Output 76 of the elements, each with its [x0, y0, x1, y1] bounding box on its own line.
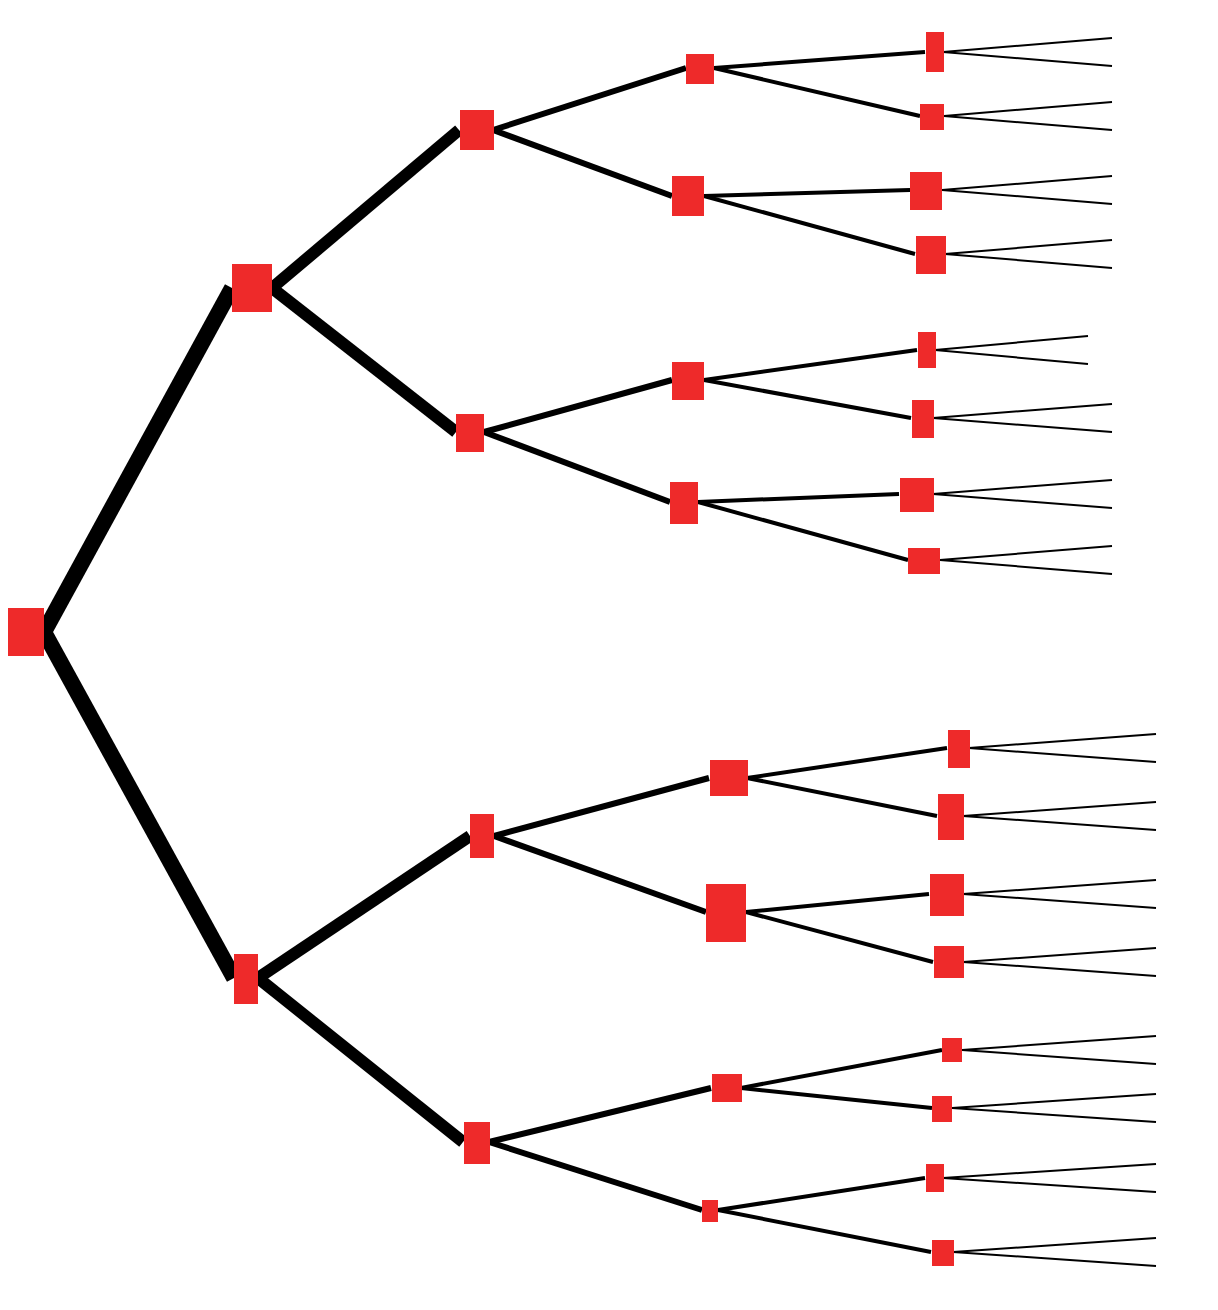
tree-node: [706, 883, 746, 941]
branch-line: [746, 746, 948, 780]
tree-node: [899, 477, 933, 511]
branch-line: [962, 815, 1157, 831]
branch-line: [934, 335, 1089, 351]
branch-line: [254, 831, 474, 983]
branch-line: [713, 66, 921, 118]
branch-line: [717, 1176, 926, 1212]
branch-line: [932, 493, 1113, 509]
branch-line: [745, 910, 934, 964]
tree-node: [917, 332, 935, 368]
branch-line: [745, 892, 930, 914]
tree-node: [915, 235, 945, 273]
branch-line: [697, 492, 900, 504]
tree-node: [933, 946, 963, 978]
tree-node: [942, 1038, 962, 1062]
tree-node: [672, 176, 704, 216]
branch-line: [962, 961, 1157, 977]
branch-line: [943, 115, 1113, 131]
tree-node: [709, 760, 747, 796]
branch-line: [962, 893, 1157, 909]
branch-line: [703, 188, 911, 198]
tree-node: [925, 1164, 943, 1192]
branch-line: [942, 51, 1113, 67]
branch-line: [944, 253, 1113, 269]
branch-line: [492, 65, 687, 133]
branch-line: [951, 1107, 1157, 1123]
tree-node: [670, 481, 698, 523]
tree-node: [929, 873, 963, 915]
tree-node: [947, 729, 969, 767]
branch-line: [268, 125, 463, 293]
branch-line: [268, 283, 460, 437]
tree-node: [232, 264, 272, 312]
tree-node: [234, 953, 258, 1003]
branch-line: [483, 377, 673, 435]
branch-line: [961, 1049, 1157, 1065]
branch-line: [932, 417, 1113, 433]
branch-line: [488, 1085, 712, 1145]
branch-line: [740, 1086, 933, 1110]
tree-node: [911, 399, 933, 437]
tree-node: [908, 547, 940, 573]
branch-line: [717, 1208, 932, 1254]
tree-node: [920, 103, 944, 129]
tree-node: [932, 1095, 952, 1121]
tree-node: [931, 1239, 953, 1265]
branch-line: [254, 973, 467, 1147]
branch-line: [703, 194, 916, 256]
branch-line: [952, 1251, 1157, 1267]
tree-node: [702, 1199, 718, 1221]
branch-line: [493, 775, 710, 839]
branch-line: [939, 559, 1113, 575]
tree-node: [463, 1121, 489, 1163]
branch-line: [746, 776, 938, 818]
branch-line: [934, 349, 1089, 365]
tree-node: [925, 32, 943, 72]
tree-node: [937, 793, 963, 839]
tree-node: [686, 53, 714, 83]
branch-line: [740, 1048, 943, 1090]
branch-line: [482, 429, 672, 505]
branch-line: [713, 50, 926, 70]
branch-line: [491, 127, 674, 199]
branch-line: [488, 1139, 703, 1213]
tree-node: [910, 171, 942, 209]
tree-node: [711, 1074, 741, 1102]
branch-line: [942, 1177, 1157, 1193]
branch-line: [968, 747, 1157, 763]
branch-line: [703, 348, 918, 382]
branch-line: [941, 189, 1113, 205]
tree-node: [8, 608, 44, 656]
tree-node: [459, 110, 493, 150]
branch-line: [703, 378, 912, 420]
tree-node: [456, 413, 484, 451]
tree-node: [672, 361, 704, 399]
branch-line: [697, 500, 909, 562]
branch-line: [493, 833, 707, 915]
tree-node: [470, 814, 494, 858]
